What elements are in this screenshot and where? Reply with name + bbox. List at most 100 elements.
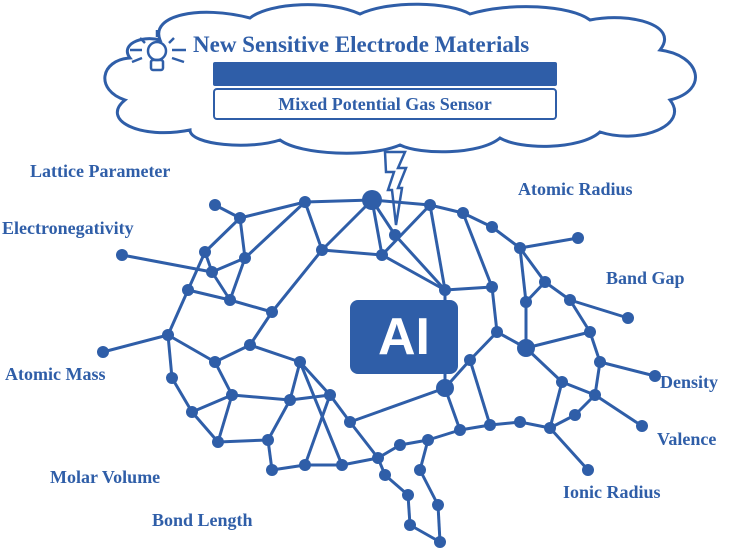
label-band-gap: Band Gap <box>606 268 685 288</box>
network-node <box>649 370 661 382</box>
network-edge <box>518 247 528 303</box>
network-node <box>582 464 594 476</box>
network-node <box>572 232 584 244</box>
network-edge <box>490 286 499 333</box>
network-edge <box>121 253 213 274</box>
network-edge <box>214 343 251 364</box>
network-node <box>244 339 256 351</box>
network-edge <box>238 217 247 259</box>
network-node <box>336 459 348 471</box>
network-edge <box>444 285 493 292</box>
network-node <box>434 536 446 548</box>
network-node <box>116 249 128 261</box>
network-edge <box>525 330 591 350</box>
network-edge <box>239 200 306 220</box>
network-edge <box>203 216 242 254</box>
network-nodes <box>97 190 661 548</box>
network-node <box>486 281 498 293</box>
network-edge <box>341 456 379 467</box>
network-edge <box>321 248 383 257</box>
network-edge <box>381 253 446 292</box>
network-node <box>209 356 221 368</box>
network-edge <box>170 377 194 413</box>
label-bond-length: Bond Length <box>152 510 253 530</box>
network-node <box>162 329 174 341</box>
network-node <box>484 419 496 431</box>
network-node <box>206 266 218 278</box>
network-node <box>186 406 198 418</box>
network-node <box>376 249 388 261</box>
network-edge <box>436 504 442 543</box>
network-edge <box>243 200 307 260</box>
network-node <box>389 229 401 241</box>
network-edge <box>166 289 190 336</box>
network-edge <box>213 361 234 396</box>
network-edge <box>461 212 494 288</box>
network-edge <box>231 393 291 402</box>
network-edge <box>380 203 432 257</box>
network-edge <box>599 360 656 378</box>
network-edge <box>568 299 592 333</box>
network-edge <box>166 334 174 379</box>
network-node <box>209 199 221 211</box>
network-node <box>199 246 211 258</box>
network-node <box>226 389 238 401</box>
network-node <box>436 379 454 397</box>
network-node <box>520 296 532 308</box>
network-edge <box>548 426 590 472</box>
network-node <box>454 424 466 436</box>
network-node <box>564 294 576 306</box>
title-bar <box>213 62 557 86</box>
network-node <box>584 326 596 338</box>
network-edge <box>519 236 579 250</box>
network-node <box>379 469 391 481</box>
network-node <box>486 221 498 233</box>
network-node <box>262 434 274 446</box>
network-node <box>284 394 296 406</box>
network-node <box>432 499 444 511</box>
network-node <box>457 207 469 219</box>
network-edge <box>303 394 332 466</box>
network-node <box>622 312 634 324</box>
network-edge <box>187 288 231 302</box>
label-lattice-parameter: Lattice Parameter <box>30 161 171 181</box>
network-edge <box>186 251 207 291</box>
title: New Sensitive Electrode Materials <box>193 32 530 57</box>
label-ionic-radius: Ionic Radius <box>563 482 661 502</box>
network-node <box>439 284 451 296</box>
network-node <box>299 459 311 471</box>
network-edge <box>288 361 302 401</box>
network-node <box>491 326 503 338</box>
network-edge <box>428 204 447 291</box>
network-edge <box>266 399 292 441</box>
ai-box: AI <box>350 300 458 374</box>
label-electronegativity: Electronegativity <box>2 218 134 238</box>
network-node <box>424 199 436 211</box>
network-node <box>544 422 556 434</box>
network-edge <box>216 394 234 443</box>
network-node <box>422 434 434 446</box>
network-node <box>344 416 356 428</box>
network-edge <box>248 311 274 346</box>
network-node <box>299 196 311 208</box>
network-edge <box>468 359 492 426</box>
network-node <box>402 489 414 501</box>
network-edge <box>298 361 344 466</box>
network-edge <box>518 247 547 283</box>
network-edge <box>548 381 564 429</box>
network-edge <box>228 257 247 301</box>
network-edge <box>418 469 440 506</box>
network-edge <box>289 393 331 402</box>
network-node <box>414 464 426 476</box>
network-edge <box>102 333 169 354</box>
network-node <box>97 346 109 358</box>
label-valence: Valence <box>657 429 717 449</box>
network-node <box>556 376 568 388</box>
network-node <box>594 356 606 368</box>
network-node <box>224 294 236 306</box>
network-node <box>404 519 416 531</box>
network-edge <box>191 393 233 414</box>
network-edge <box>349 386 446 424</box>
network-node <box>394 439 406 451</box>
network-edge <box>304 198 373 204</box>
